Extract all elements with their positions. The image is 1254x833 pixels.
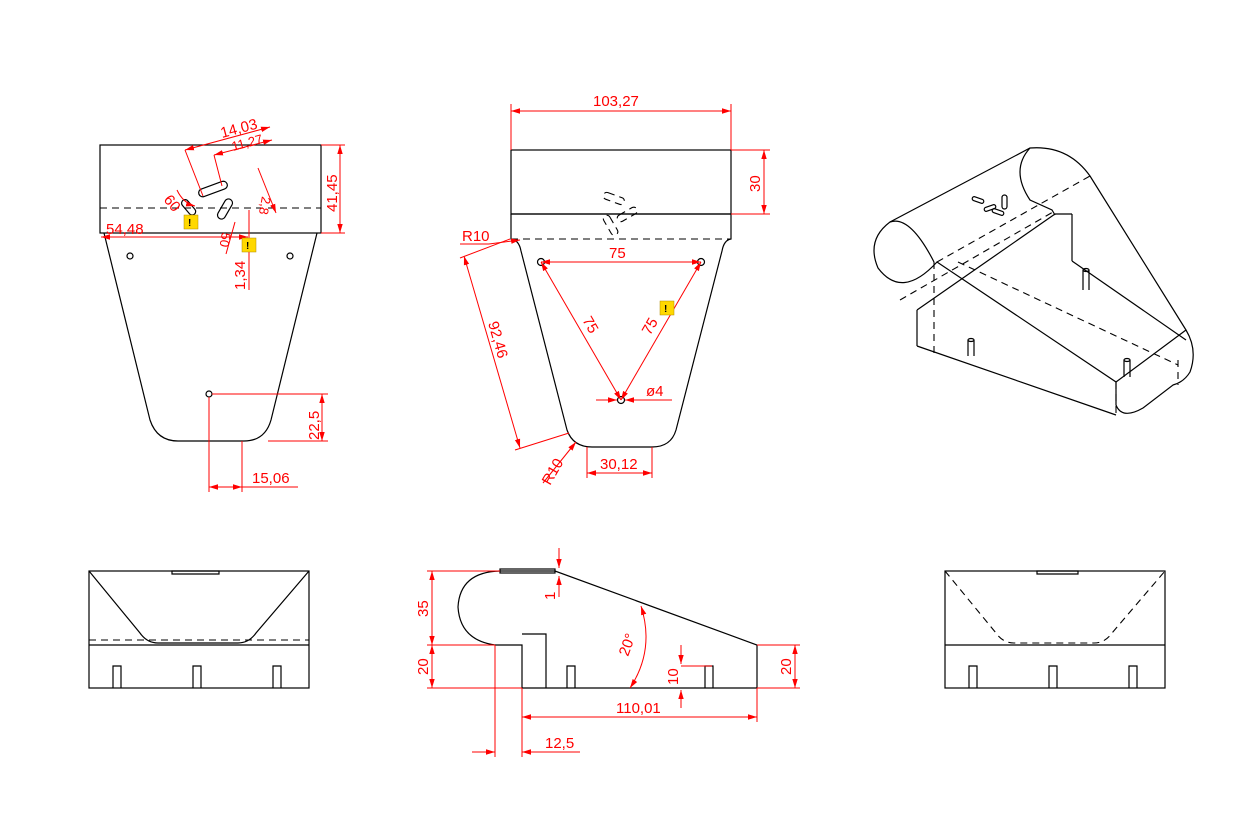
dim-41-45: 41,45 [324,174,341,212]
dim-103-27: 103,27 [593,93,639,110]
front-view-dimensions: 103,27 30 R10 75 75 75 ø4 [459,93,770,488]
side-view: 35 20 1 20° 10 20 110,01 [415,548,800,757]
dim-75-left: 75 [579,314,602,337]
top-view: 14,03 11,27 60 2,8 41,45 54,48 50 1,34 [99,116,345,492]
top-view-dimensions: 14,03 11,27 60 2,8 41,45 54,48 50 1,34 [101,116,345,492]
dim-35: 35 [415,600,432,617]
dim-r10-top: R10 [462,228,490,245]
side-view-outline [457,568,758,689]
svg-text:!: ! [246,241,249,252]
dim-15-06: 15,06 [252,470,290,487]
dim-10: 10 [665,668,682,685]
iso-slots [971,194,1008,216]
dim-50: 50 [217,231,234,248]
warning-marker-3: ! [659,300,675,316]
side-view-dimensions: 35 20 1 20° 10 20 110,01 [415,548,800,757]
warning-marker-2: ! [241,237,257,253]
iso-pins [967,267,1131,377]
dim-r10-bottom: R10 [539,456,567,488]
dim-angle-20: 20° [616,631,640,658]
right-side-view [944,570,1166,689]
front-view: 103,27 30 R10 75 75 75 ø4 [459,93,770,488]
dim-phi-4: ø4 [646,383,664,400]
slot-group [180,180,234,220]
dim-54-48: 54,48 [106,221,144,238]
dim-1: 1 [542,592,559,600]
dim-12-5: 12,5 [545,735,574,752]
dim-2-8: 2,8 [256,195,274,215]
top-view-outline [99,144,322,442]
warning-marker-1: ! [183,214,199,230]
dim-20-right: 20 [778,658,795,675]
left-side-view [88,570,310,689]
dim-22-5: 22,5 [306,411,323,440]
dim-30-12: 30,12 [600,456,638,473]
dim-75-right: 75 [639,315,662,338]
svg-text:!: ! [664,304,667,315]
dim-75-horizontal: 75 [609,245,626,262]
isometric-view [873,147,1194,416]
front-view-outline [510,149,732,448]
svg-text:!: ! [188,218,191,229]
dim-30: 30 [747,175,764,192]
dim-20-left: 20 [415,658,432,675]
dim-1-34: 1,34 [232,261,249,290]
dim-110-01: 110,01 [616,700,661,717]
